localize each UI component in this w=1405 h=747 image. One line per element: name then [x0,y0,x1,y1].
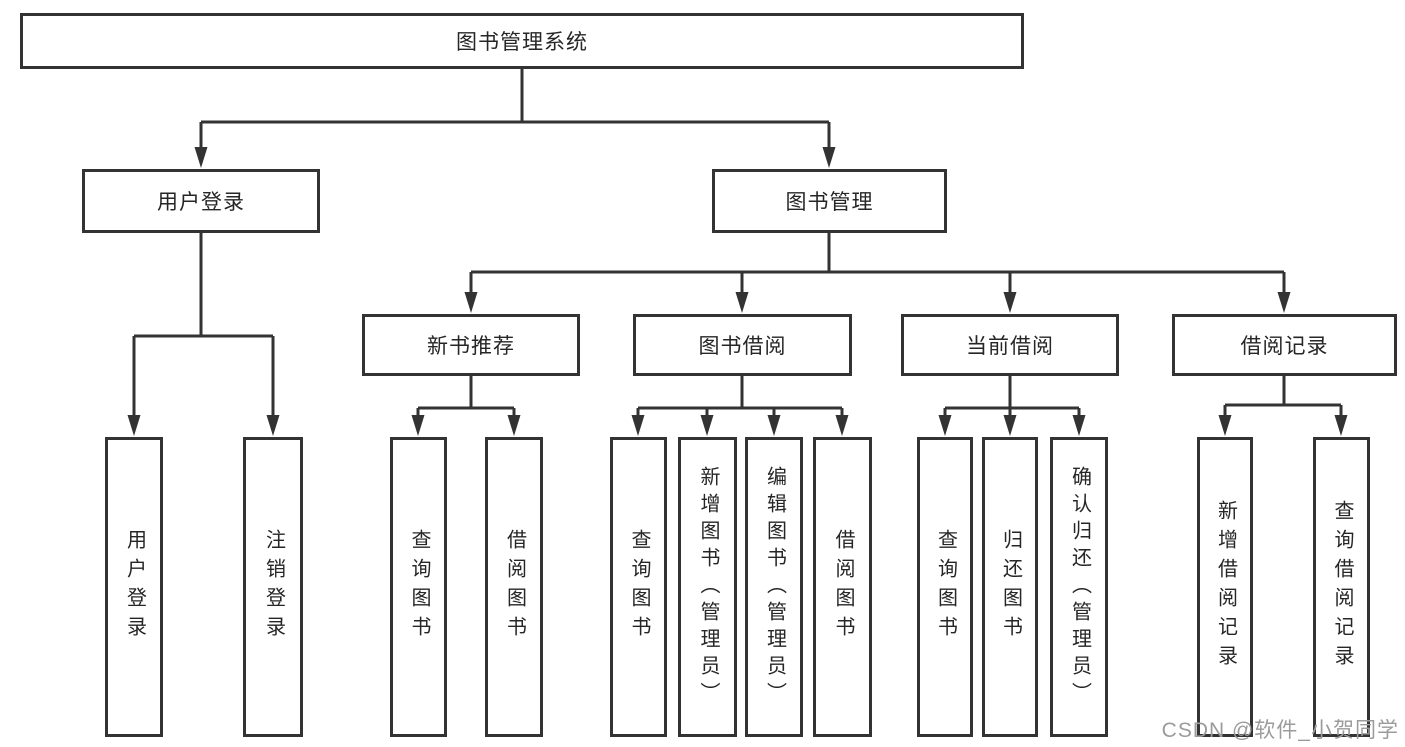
leaf-query-books-borrow: 查询图书 [610,437,667,737]
node-book-management: 图书管理 [712,169,947,233]
leaf-user-login: 用户登录 [105,437,163,737]
leaf-add-books-admin: 新增图书（管理员） [678,437,737,737]
leaf-borrow-books: 借阅图书 [813,437,872,737]
leaf-add-borrow-record: 新增借阅记录 [1197,437,1253,737]
csdn-watermark: CSDN @软件_小贺同学 [1161,719,1399,742]
leaf-query-books-recommend: 查询图书 [390,437,447,737]
node-current-borrow: 当前借阅 [901,314,1119,376]
leaf-borrow-books-recommend: 借阅图书 [485,437,543,737]
node-root: 图书管理系统 [20,13,1024,69]
leaf-confirm-return-admin: 确认归还（管理员） [1050,437,1108,737]
leaf-query-borrow-record: 查询借阅记录 [1313,437,1370,737]
leaf-query-books-current: 查询图书 [917,437,973,737]
leaf-edit-books-admin: 编辑图书（管理员） [745,437,803,737]
leaf-return-books: 归还图书 [982,437,1038,737]
leaf-logout: 注销登录 [243,437,303,737]
node-user-login: 用户登录 [82,169,320,233]
node-book-borrow: 图书借阅 [633,314,852,376]
node-borrow-records: 借阅记录 [1172,314,1397,376]
node-new-book-recommend: 新书推荐 [362,314,580,376]
